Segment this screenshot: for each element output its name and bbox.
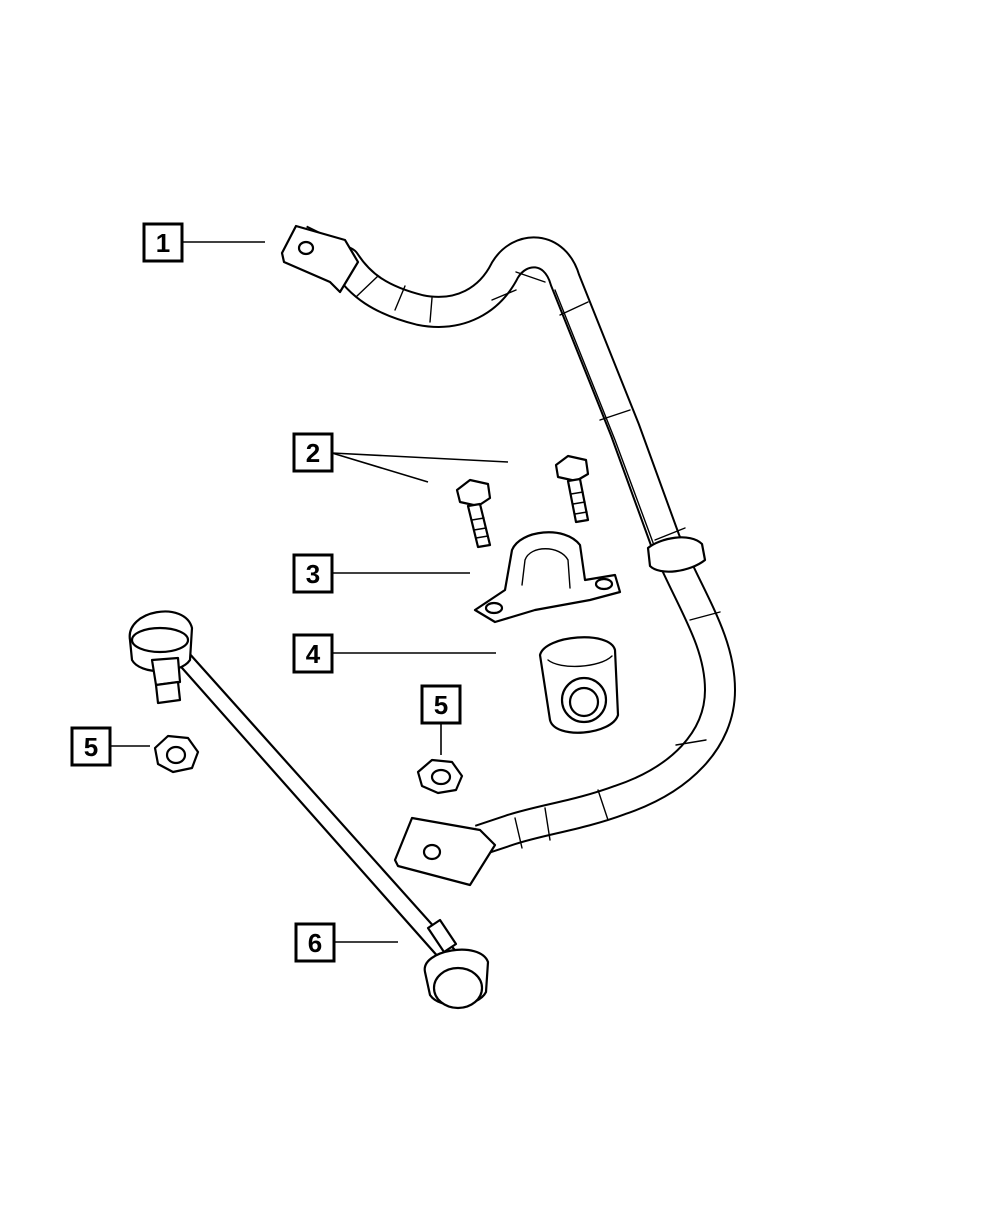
leader-line-2b: [331, 452, 429, 483]
stabilizer-link[interactable]: [128, 610, 490, 1010]
bushing-bracket[interactable]: [473, 531, 622, 624]
svg-text:2: 2: [306, 438, 320, 468]
svg-text:5: 5: [84, 732, 98, 762]
callout-2: 2: [292, 432, 334, 473]
bolt-right[interactable]: [554, 454, 590, 524]
bolt-left[interactable]: [455, 478, 492, 549]
svg-text:6: 6: [308, 928, 322, 958]
callout-4: 4: [292, 633, 334, 674]
callout-3: 3: [292, 553, 334, 594]
svg-text:4: 4: [306, 639, 321, 669]
leader-line-2a: [331, 452, 509, 463]
nut-center[interactable]: [416, 758, 464, 795]
callout-6: 6: [294, 922, 336, 963]
callout-5-center: 5: [420, 684, 462, 725]
stabilizer-bar[interactable]: [280, 224, 736, 887]
svg-text:5: 5: [434, 690, 448, 720]
nut-left[interactable]: [153, 734, 200, 774]
callout-5-left: 5: [70, 726, 112, 767]
stabilizer-bar-bushing[interactable]: [538, 636, 620, 734]
svg-text:1: 1: [156, 228, 170, 258]
callout-1: 1: [142, 222, 184, 263]
svg-text:3: 3: [306, 559, 320, 589]
